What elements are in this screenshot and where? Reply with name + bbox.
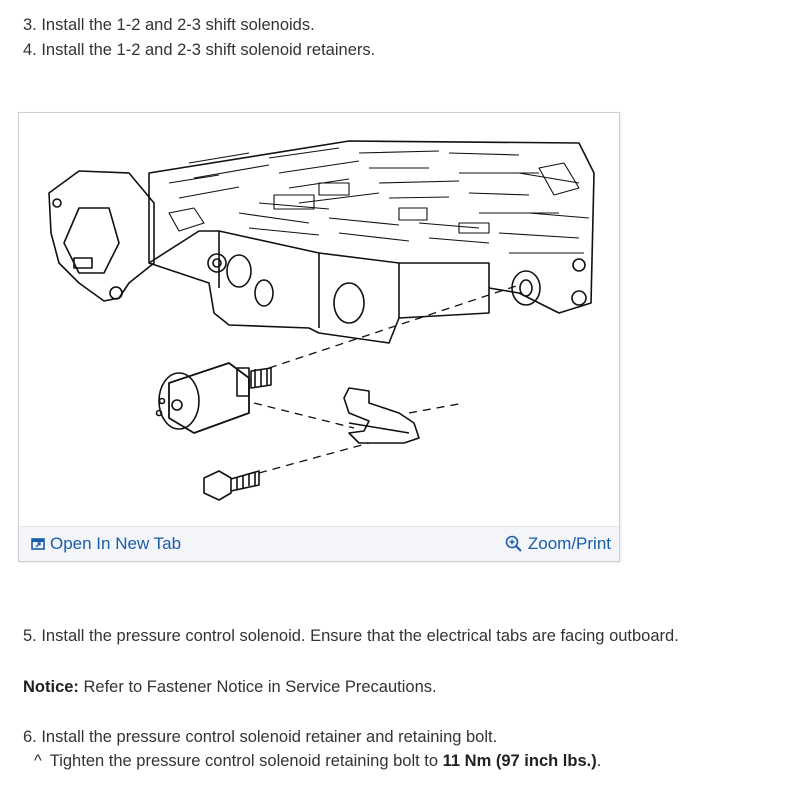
torque-metric: 11 Nm <box>442 752 492 770</box>
valve-body-diagram <box>48 140 595 501</box>
zoom-icon <box>505 535 522 552</box>
open-new-tab-link[interactable]: Open In New Tab <box>31 534 181 554</box>
open-new-tab-label: Open In New Tab <box>50 534 182 553</box>
torque-suffix: . <box>596 752 602 770</box>
caret-bullet: ^ <box>34 752 42 770</box>
torque-imperial: (97 inch lbs.) <box>495 752 597 770</box>
step-3-text: 3. Install the 1-2 and 2-3 shift solenoi… <box>23 16 315 34</box>
step-4-text: 4. Install the 1-2 and 2-3 shift solenoi… <box>23 41 376 59</box>
figure-panel: Open In New Tab Zoom/Print <box>18 112 620 562</box>
figure-toolbar: Open In New Tab Zoom/Print <box>19 526 619 561</box>
notice-paragraph: Notice: Refer to Fastener Notice in Serv… <box>23 677 437 697</box>
step-6-text: 6. Install the pressure control solenoid… <box>23 728 498 746</box>
zoom-print-link[interactable]: Zoom/Print <box>505 534 611 554</box>
notice-text: Refer to Fastener Notice in Service Prec… <box>78 678 437 696</box>
torque-sub-step: ^ Tighten the pressure control solenoid r… <box>34 751 601 771</box>
notice-label: Notice: <box>23 678 79 696</box>
zoom-print-label: Zoom/Print <box>527 534 611 553</box>
open-new-tab-icon <box>31 538 45 550</box>
torque-prefix: Tighten the pressure control solenoid re… <box>49 752 443 770</box>
step-5-text: 5. Install the pressure control solenoid… <box>23 627 679 645</box>
